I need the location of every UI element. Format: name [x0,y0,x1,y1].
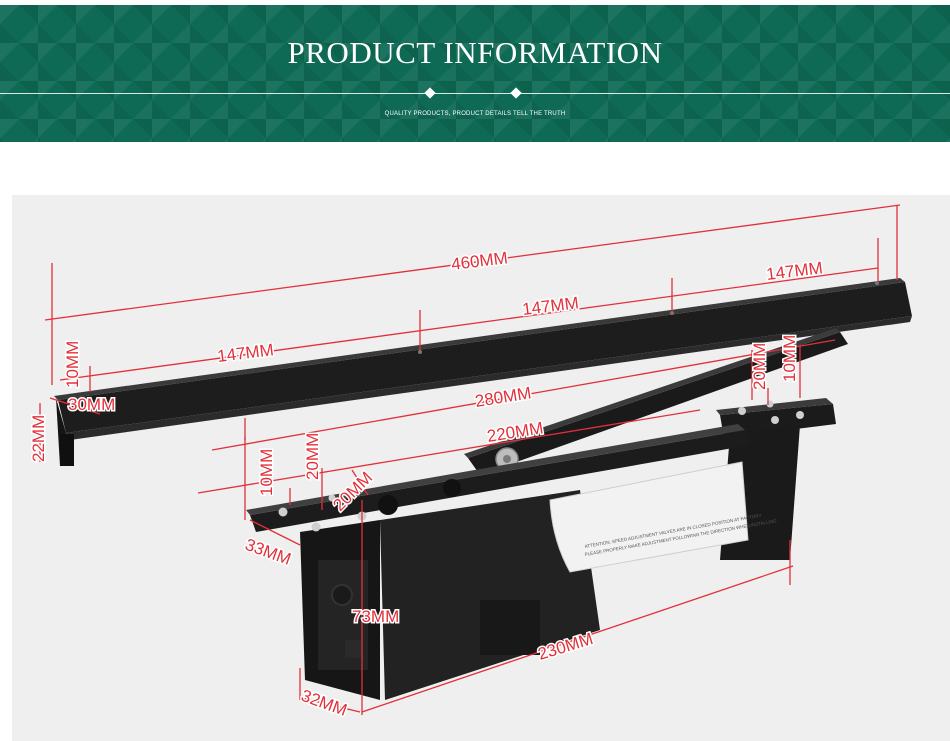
dim-plate-height: 10MM [257,449,276,496]
dim-overall-length: 460MM [450,248,509,274]
dim-arm-hole-b: 10MM [780,335,799,382]
dim-rail-depth: 22MM [29,415,48,462]
dim-plate-hole: 20MM [303,433,322,480]
dim-segment-right: 147MM [765,258,824,284]
dim-arm-length: 280MM [474,383,533,411]
dim-body-depth: 32MM [299,686,350,720]
dim-plate-width: 33MM [243,535,294,569]
dim-arm-hole-a: 20MM [750,343,769,390]
dim-segment-middle: 147MM [521,293,580,319]
banner-divider [0,93,950,94]
header-banner: PRODUCT INFORMATION QUALITY PRODUCTS, PR… [0,5,950,142]
dim-body-height: 73MM [352,607,399,626]
closer-arm [464,328,848,475]
warning-label: ATTENTION: SPEED ADJUSTMENT VALVES ARE I… [549,461,777,573]
slide-rail [54,278,912,466]
dim-segment-left: 147MM [216,340,275,366]
dim-rail-inner: 30MM [68,395,115,414]
banner-subtitle: QUALITY PRODUCTS, PRODUCT DETAILS TELL T… [384,111,566,117]
banner-title: PRODUCT INFORMATION [287,35,663,70]
dim-rail-height: 10MM [63,341,82,388]
closer-body [246,424,750,700]
dimension-lines [39,204,901,715]
